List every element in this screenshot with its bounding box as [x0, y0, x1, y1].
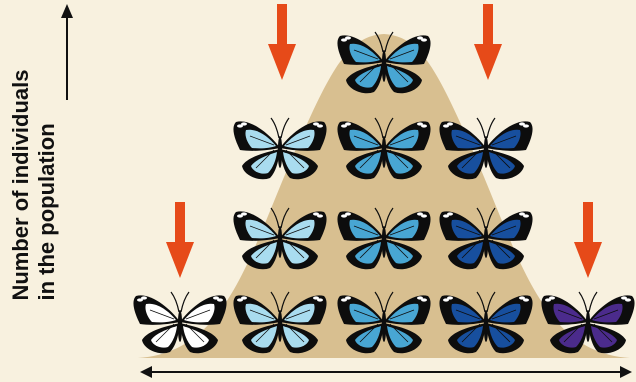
x-axis-arrow: [140, 366, 632, 378]
y-axis-arrow: [61, 4, 73, 100]
purple-butterfly: [541, 292, 634, 353]
white-butterfly: [133, 292, 226, 353]
selection-arrow-1: [268, 4, 296, 80]
selection-arrow-4: [574, 202, 602, 278]
selection-arrow-3: [166, 202, 194, 278]
dark-blue-butterfly: [439, 118, 532, 179]
selection-arrow-2: [474, 4, 502, 80]
light-blue-butterfly: [233, 118, 326, 179]
